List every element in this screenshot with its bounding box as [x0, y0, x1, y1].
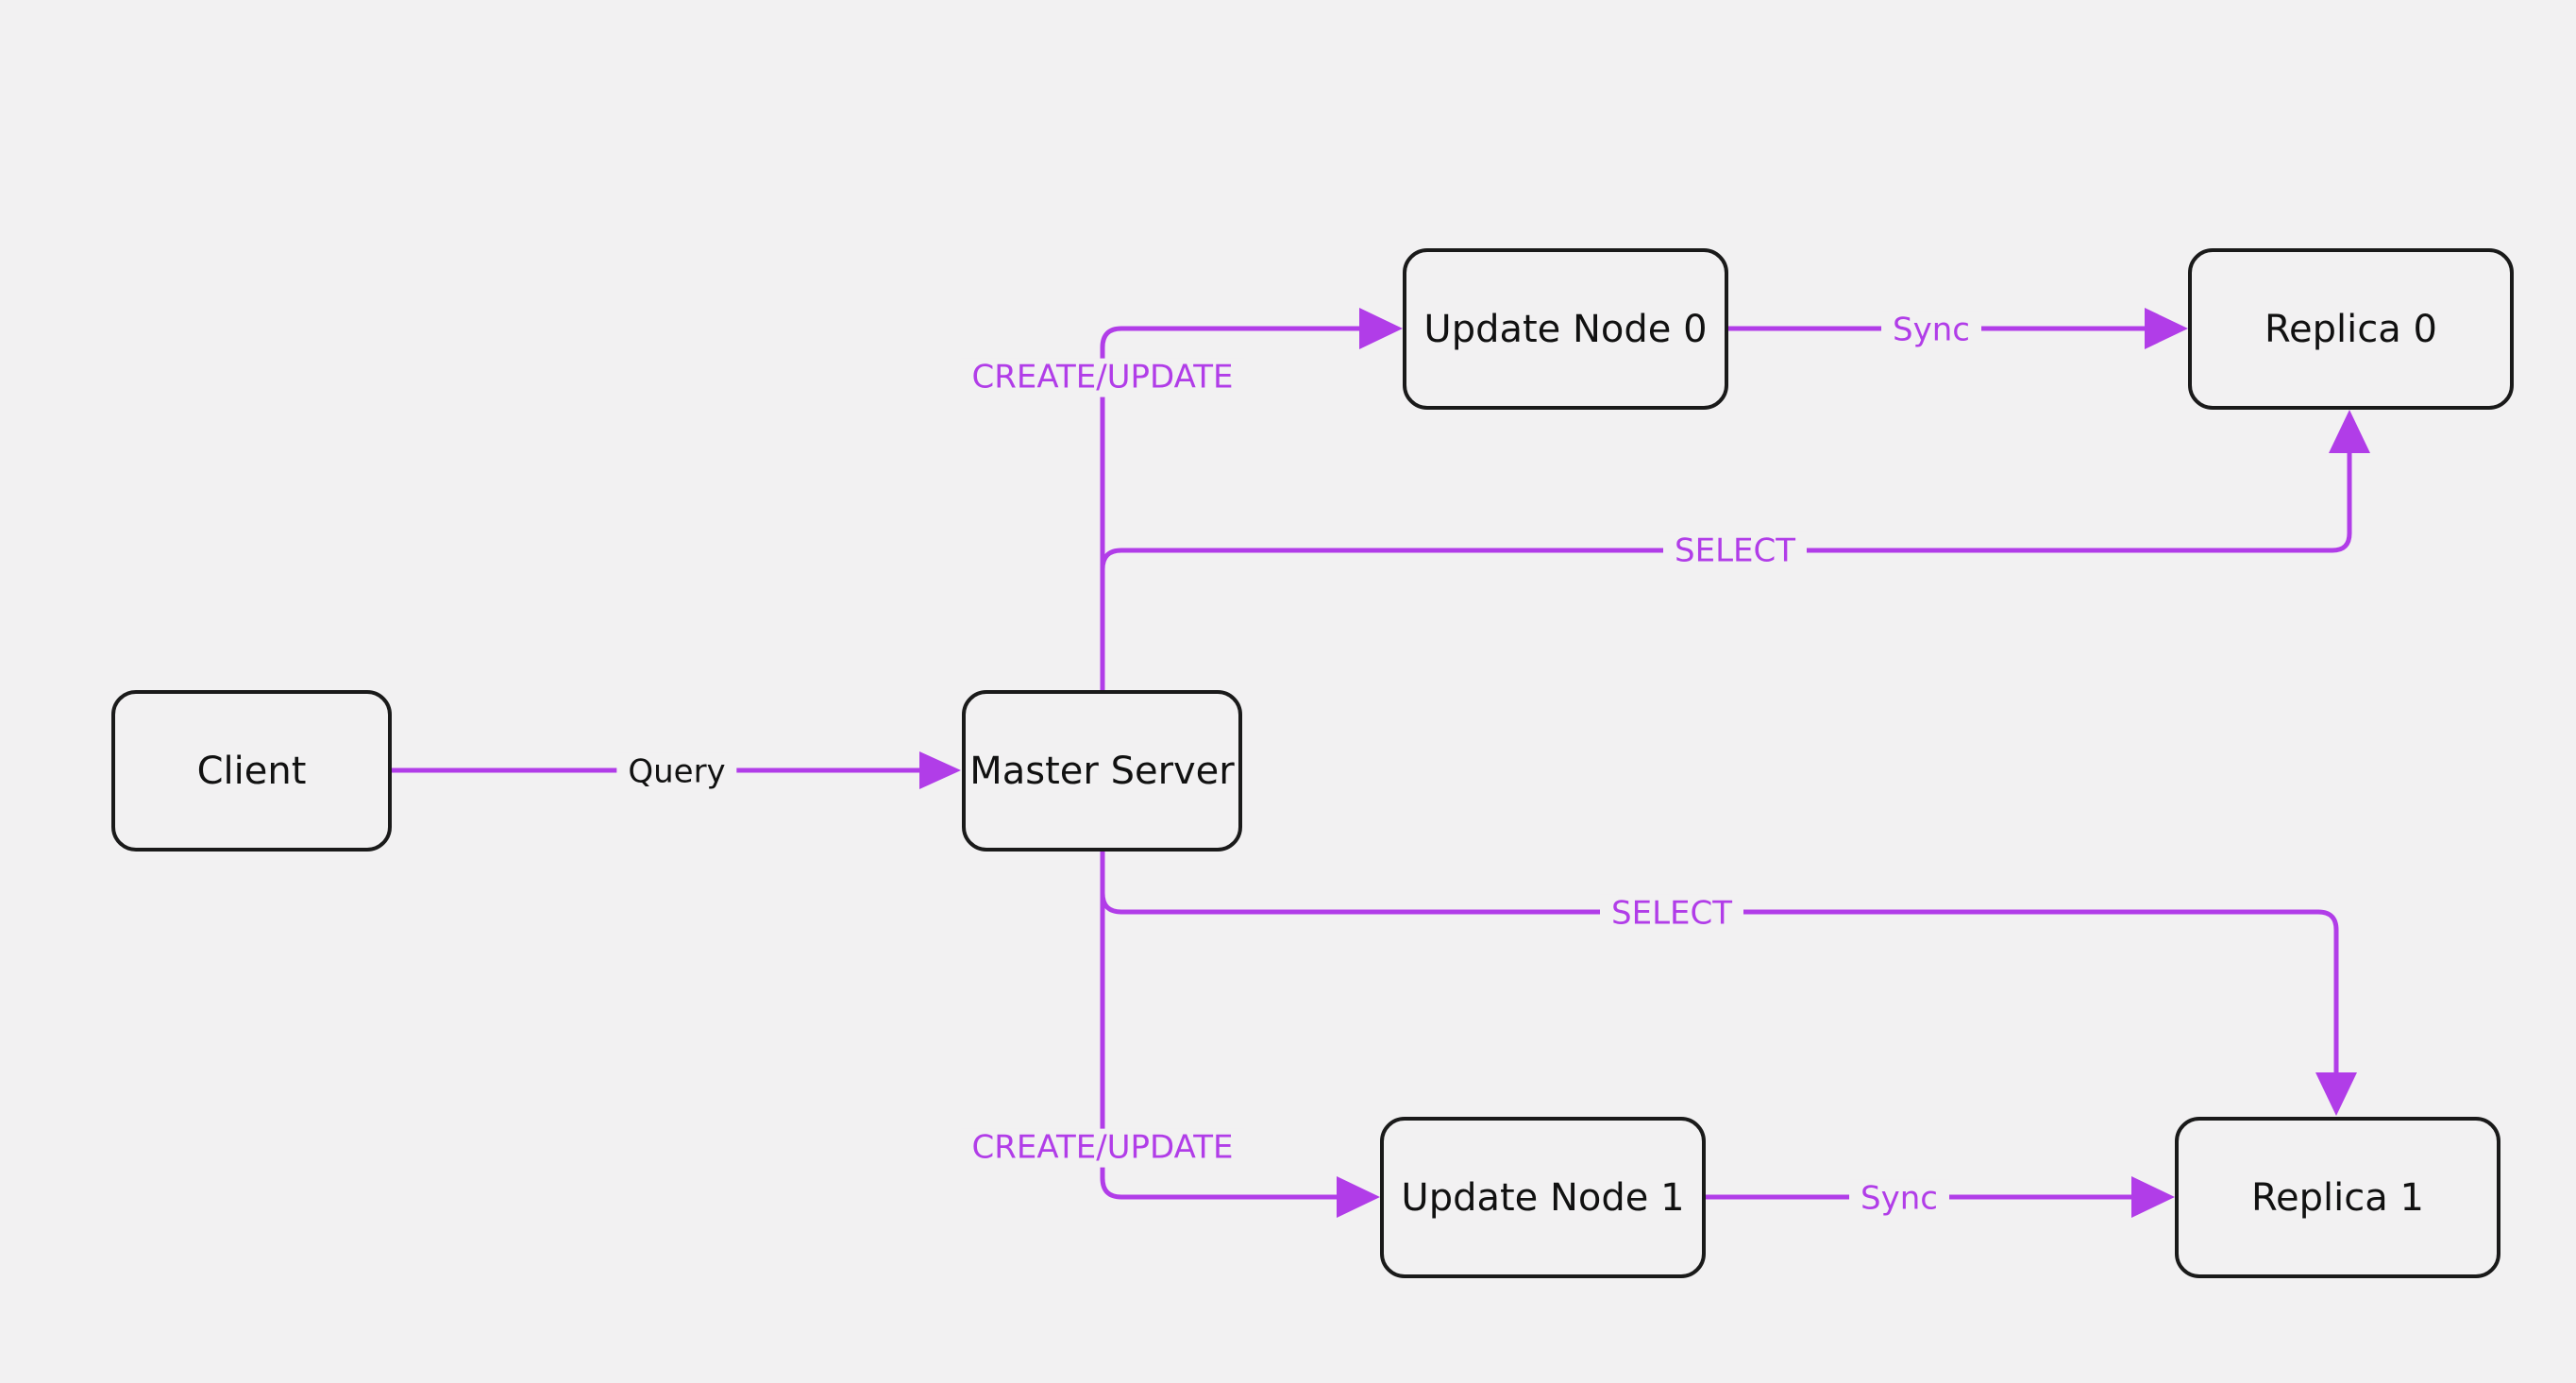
node-client[interactable]: Client — [111, 690, 392, 852]
node-master-server[interactable]: Master Server — [962, 690, 1242, 852]
edge-label-create-update-bottom: CREATE/UPDATE — [960, 1128, 1245, 1168]
arrowhead-replica-1-select — [2315, 1072, 2357, 1116]
node-update-node-1-label: Update Node 1 — [1401, 1175, 1685, 1220]
edge-label-query: Query — [616, 752, 737, 792]
edge-label-create-update-top: CREATE/UPDATE — [960, 358, 1245, 397]
arrowhead-replica-0-select — [2329, 410, 2370, 453]
node-update-node-0[interactable]: Update Node 0 — [1403, 248, 1728, 410]
node-client-label: Client — [196, 749, 307, 793]
edge-label-sync-top: Sync — [1881, 311, 1981, 350]
edge-create-update-top — [1100, 326, 1364, 693]
edge-label-sync-bottom: Sync — [1849, 1179, 1949, 1219]
edge-select-top — [1100, 448, 2352, 572]
node-replica-0[interactable]: Replica 0 — [2188, 248, 2514, 410]
node-replica-1-label: Replica 1 — [2251, 1175, 2424, 1220]
node-master-server-label: Master Server — [969, 749, 1235, 793]
edge-label-select-bottom: SELECT — [1600, 894, 1743, 934]
arrowhead-query — [919, 751, 961, 789]
edge-select-bottom — [1100, 848, 2339, 1079]
arrowhead-update-node-1 — [1337, 1176, 1380, 1218]
node-update-node-0-label: Update Node 0 — [1423, 307, 1708, 351]
edge-create-update-bottom — [1100, 848, 1341, 1200]
arrowhead-sync-top — [2145, 308, 2188, 349]
arrowhead-update-node-0 — [1359, 308, 1403, 349]
edge-label-select-top: SELECT — [1663, 531, 1807, 571]
arrowhead-sync-bottom — [2131, 1176, 2175, 1218]
node-update-node-1[interactable]: Update Node 1 — [1380, 1117, 1706, 1278]
node-replica-0-label: Replica 0 — [2265, 307, 2437, 351]
node-replica-1[interactable]: Replica 1 — [2175, 1117, 2500, 1278]
